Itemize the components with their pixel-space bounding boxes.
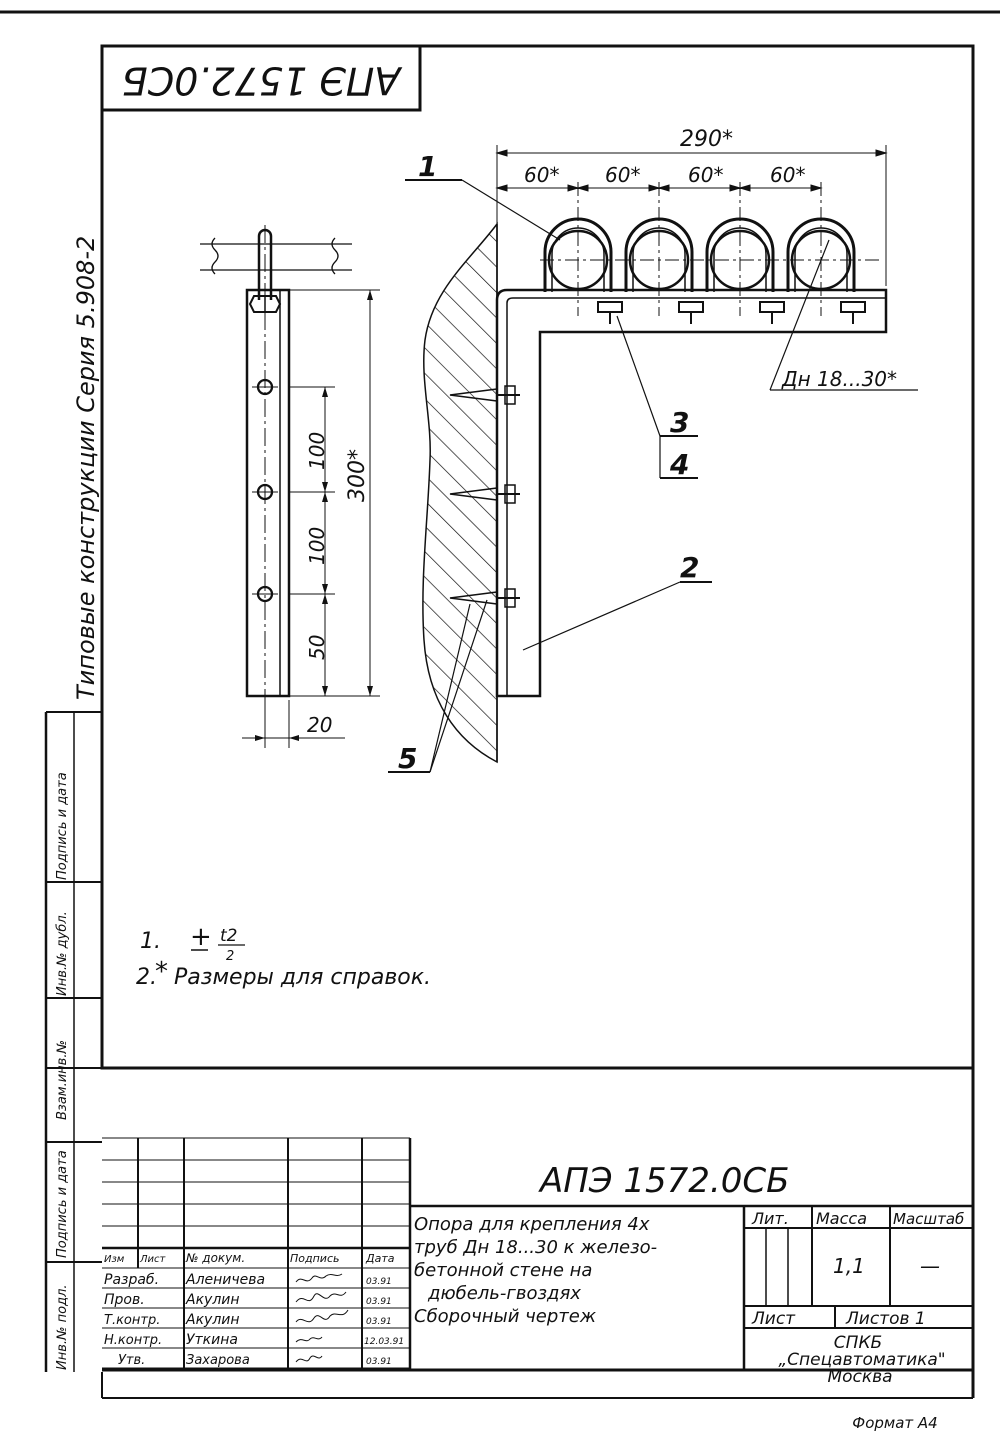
- rotated-stamp-text: АПЭ 1572.0СБ: [122, 59, 404, 103]
- strip-label-3: Взам.инв.№: [55, 1040, 70, 1120]
- name-3: Акулин: [185, 1312, 240, 1328]
- name-5: Захарова: [186, 1353, 250, 1368]
- title-block: [102, 1137, 973, 1372]
- org-line-2: „Спецавтоматика": [778, 1350, 945, 1370]
- callout-1: 1: [418, 150, 437, 183]
- date-2: 03.91: [366, 1297, 392, 1307]
- name-1: Аленичева: [185, 1272, 265, 1288]
- drawing-frame: [100, 44, 975, 1070]
- hdr-date: Дата: [365, 1252, 395, 1265]
- hdr-izm: Изм: [104, 1254, 125, 1265]
- notes: 1. + t2 2 2. * Размеры для справок.: [136, 922, 431, 990]
- signatures: [295, 1273, 349, 1363]
- bracket-assembly: [449, 182, 888, 698]
- note-1-den: 2: [226, 949, 234, 964]
- desc-line-3: бетонной стене на: [414, 1260, 592, 1281]
- dim-spacing-3: 60*: [688, 163, 723, 187]
- dim-hole-1: 100: [305, 432, 329, 470]
- sheet-label: Лист: [751, 1309, 796, 1329]
- sheets-label: Листов 1: [845, 1309, 926, 1329]
- hdr-list: Лист: [139, 1254, 167, 1265]
- left-strip: Подпись и дата Инв.№ дубл. Взам.инв.№ По…: [44, 711, 102, 1372]
- doc-code: АПЭ 1572.0СБ: [538, 1161, 789, 1201]
- callout-3: 3: [670, 406, 689, 439]
- mass-label: Масса: [816, 1209, 867, 1228]
- pipe-dia-leader: [769, 239, 918, 391]
- role-1: Разраб.: [104, 1272, 159, 1288]
- callout-4: 4: [669, 448, 689, 481]
- dim-hole-2: 100: [305, 527, 329, 565]
- format-label: Формат А4: [852, 1414, 937, 1432]
- title-right-cells: Лит. Масса Масштаб 1,1 — Лист Листов 1 С…: [751, 1209, 964, 1432]
- dim-spacing-2: 60*: [605, 163, 640, 187]
- desc-line-4: дюбель-гвоздях: [427, 1283, 581, 1304]
- org-line-3: Москва: [827, 1367, 892, 1387]
- dim-spacing-4: 60*: [770, 163, 805, 187]
- org-line-1: СПКБ: [834, 1333, 882, 1353]
- date-3: 03.91: [366, 1317, 392, 1327]
- date-5: 03.91: [366, 1357, 392, 1367]
- dim-strip-width: 20: [307, 713, 332, 737]
- desc-line-1: Опора для крепления 4х: [414, 1214, 650, 1235]
- lit-label: Лит.: [751, 1209, 789, 1228]
- top-dimensions: [495, 145, 888, 286]
- strip-label-2: Инв.№ дубл.: [55, 911, 70, 996]
- dim-spacing-1: 60*: [524, 163, 559, 187]
- role-2: Пров.: [104, 1292, 145, 1308]
- name-2: Акулин: [185, 1292, 240, 1308]
- note-1-num: t2: [220, 926, 237, 946]
- hdr-sign: Подпись: [290, 1252, 339, 1265]
- callout-5: 5: [398, 742, 417, 775]
- mass-value: 1,1: [833, 1254, 865, 1278]
- name-4: Уткина: [186, 1332, 238, 1348]
- series-vertical-text: Типовые конструкции Серия 5.908-2: [72, 236, 100, 700]
- callout-2: 2: [680, 551, 699, 584]
- hdr-doc: № докум.: [185, 1251, 245, 1265]
- dim-overall-width: 290*: [680, 127, 733, 152]
- desc-line-5: Сборочный чертеж: [414, 1306, 597, 1327]
- dim-hole-3: 50: [305, 635, 329, 660]
- revision-headers: Изм Лист № докум. Подпись Дата: [104, 1251, 395, 1265]
- note-1-prefix: 1.: [140, 929, 161, 954]
- dim-height: 300*: [345, 449, 370, 502]
- scale-label: Масштаб: [893, 1210, 964, 1228]
- dim-pipe-diameter: Дн 18...30*: [781, 367, 897, 391]
- approval-rows: Разраб. Пров. Т.контр. Н.контр. Утв. Але…: [104, 1272, 404, 1368]
- doc-description: Опора для крепления 4х труб Дн 18...30 к…: [414, 1214, 657, 1327]
- scale-value: —: [920, 1254, 940, 1278]
- note-2-text: Размеры для справок.: [174, 965, 431, 990]
- role-5: Утв.: [118, 1353, 145, 1368]
- desc-line-2: труб Дн 18...30 к железо-: [414, 1237, 657, 1258]
- role-4: Н.контр.: [104, 1333, 162, 1348]
- date-1: 03.91: [366, 1277, 392, 1287]
- strip-side-view: [200, 225, 380, 748]
- strip-label-5: Инв.№ подл.: [55, 1284, 70, 1370]
- pipe-clamps: [543, 217, 856, 292]
- note-1-sign: +: [190, 922, 212, 952]
- strip-label-4: Подпись и дата: [55, 1150, 70, 1258]
- rotated-stamp-box: АПЭ 1572.0СБ: [100, 44, 422, 112]
- note-2-prefix: 2.: [136, 965, 157, 990]
- role-3: Т.контр.: [104, 1313, 160, 1328]
- svg-text:*: *: [155, 957, 168, 987]
- strip-label-1: Подпись и дата: [55, 772, 70, 880]
- callout-leaders: [388, 179, 712, 773]
- date-4: 12.03.91: [364, 1337, 404, 1347]
